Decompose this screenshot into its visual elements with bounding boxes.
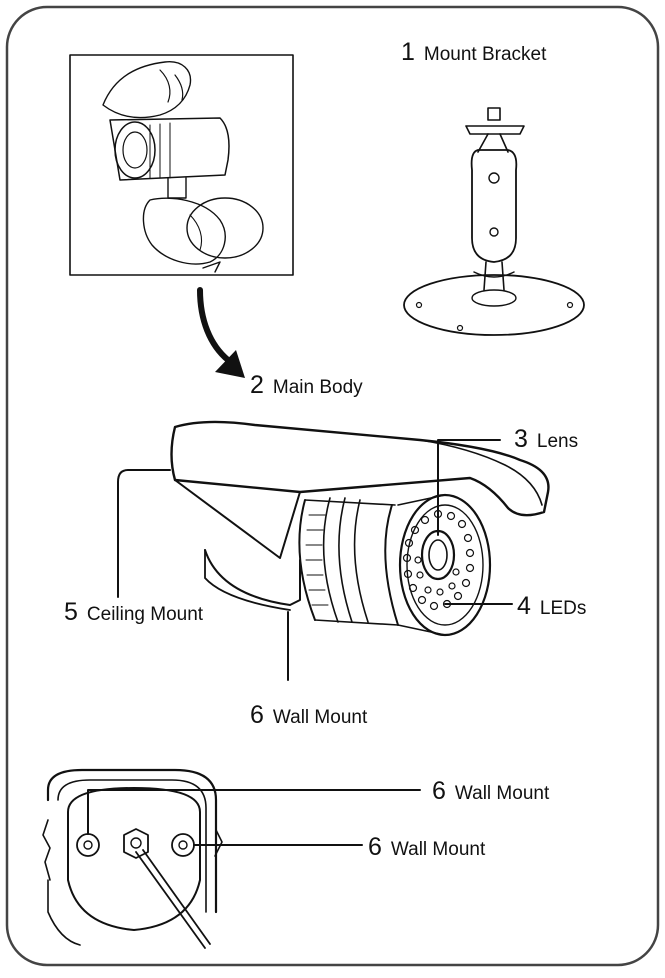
bracket-base: [403, 274, 585, 336]
label-text: LEDs: [539, 598, 587, 619]
label-number: 6: [368, 833, 382, 861]
label-main-body: 2 Main Body: [250, 373, 363, 398]
leader-wall-mount-rear-top: [87, 789, 421, 835]
lower-hand: [142, 197, 226, 265]
label-mount-bracket: 1 Mount Bracket: [401, 40, 546, 65]
label-text: Mount Bracket: [423, 44, 547, 65]
label-number: 6: [250, 701, 264, 729]
rear-screw-right: [171, 833, 195, 857]
leader-lens: [437, 439, 501, 536]
label-text: Main Body: [272, 377, 363, 398]
inset-frame: [69, 54, 294, 276]
barrel-ring-2: [384, 504, 399, 626]
sun-shield: [170, 420, 550, 517]
label-wall-mount-side: 6 Wall Mount: [250, 703, 367, 728]
label-text: Wall Mount: [390, 839, 486, 860]
label-number: 5: [64, 598, 78, 626]
label-text: Lens: [536, 431, 579, 452]
upper-hand: [102, 61, 192, 119]
arrow-head: [215, 350, 245, 378]
label-leds: 4 LEDs: [517, 594, 586, 619]
bracket-arm: [470, 149, 518, 263]
label-number: 4: [517, 592, 531, 620]
rear-shield: [46, 768, 218, 914]
label-number: 3: [514, 425, 528, 453]
rear-cable-gland: [123, 828, 149, 859]
arrow-shaft: [197, 287, 231, 363]
label-text: Wall Mount: [454, 783, 550, 804]
bracket-screw: [487, 107, 501, 121]
label-wall-mount-rear-right: 6 Wall Mount: [368, 835, 485, 860]
barrel-ring-1: [298, 499, 316, 621]
leader-ceiling-mount: [117, 469, 171, 598]
label-number: 1: [401, 38, 415, 66]
inset-base-ring: [186, 197, 264, 259]
label-number: 2: [250, 371, 264, 399]
rear-cable: [135, 849, 211, 949]
label-text: Ceiling Mount: [86, 604, 204, 625]
rear-screw-left: [76, 833, 100, 857]
lens: [420, 529, 456, 581]
label-ceiling-mount: 5 Ceiling Mount: [64, 600, 203, 625]
label-wall-mount-rear-top: 6 Wall Mount: [432, 779, 549, 804]
ceiling-mount-block: [204, 549, 301, 606]
inset-camera: [109, 117, 230, 181]
outer-frame: [5, 5, 660, 967]
label-lens: 3 Lens: [514, 427, 578, 452]
camera-rear-view: [42, 768, 223, 949]
installation-inset: [69, 54, 294, 276]
label-number: 6: [432, 777, 446, 805]
mount-bracket: [403, 107, 585, 336]
label-text: Wall Mount: [272, 707, 368, 728]
